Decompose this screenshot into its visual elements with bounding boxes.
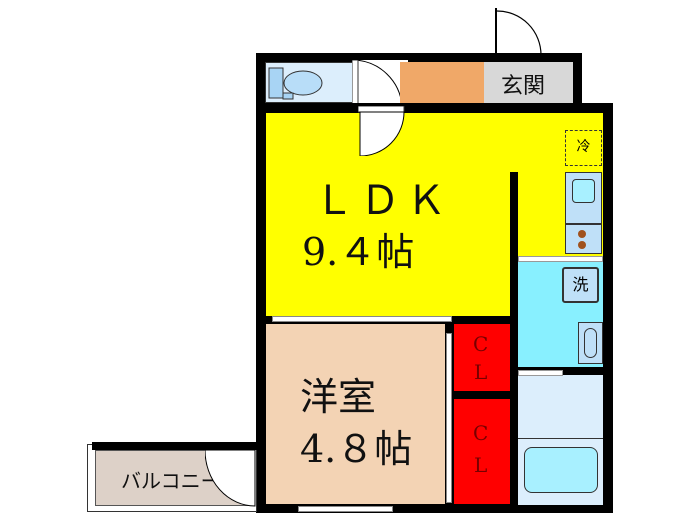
bathroom: [518, 375, 603, 505]
balcony-wall: [92, 442, 262, 450]
closet-2-label-c: C: [473, 421, 489, 445]
stove: [565, 224, 602, 254]
toilet-door: [351, 59, 408, 107]
balcony-label: バルコニー: [121, 469, 221, 493]
western-window: [298, 506, 393, 512]
washroom-door: [518, 256, 603, 262]
kitchen-sink: [565, 172, 602, 224]
closet-1-label-l: L: [474, 360, 488, 384]
washer: 洗: [562, 267, 599, 303]
closet-2: C L: [454, 399, 510, 504]
fridge: 冷: [565, 130, 602, 166]
western-room-size: 4.８帖: [300, 427, 413, 471]
wash-basin: [578, 322, 603, 364]
western-room: 洋室 4.８帖: [266, 324, 445, 504]
washer-label: 洗: [572, 275, 589, 294]
ldk-size: 9.４帖: [302, 230, 415, 274]
bathroom-door: [518, 370, 563, 376]
closet-doors: [446, 333, 452, 503]
partition-wall: [510, 172, 518, 512]
closet-1: C L: [454, 324, 510, 391]
western-room-label: 洋室: [300, 375, 377, 419]
ldk-room: ＬＤＫ 9.４帖: [266, 113, 513, 316]
entrance-door-swing: [495, 8, 542, 58]
entrance-label: 玄関: [501, 74, 546, 99]
ldk-door: [358, 106, 405, 156]
bathtub: [524, 447, 598, 493]
balcony-door-swing: [205, 450, 256, 507]
closet-2-label-l: L: [474, 453, 488, 477]
toilet-icon: [268, 67, 323, 100]
ldk-western-sliding-door: [272, 316, 452, 322]
hallway: [400, 62, 484, 103]
fridge-label: 冷: [576, 139, 591, 155]
ldk-label: ＬＤＫ: [314, 178, 452, 224]
toilet-room: [265, 62, 353, 103]
washroom: 洗: [518, 262, 603, 367]
entrance: 玄関: [484, 62, 573, 103]
closet-1-label-c: C: [473, 332, 489, 356]
